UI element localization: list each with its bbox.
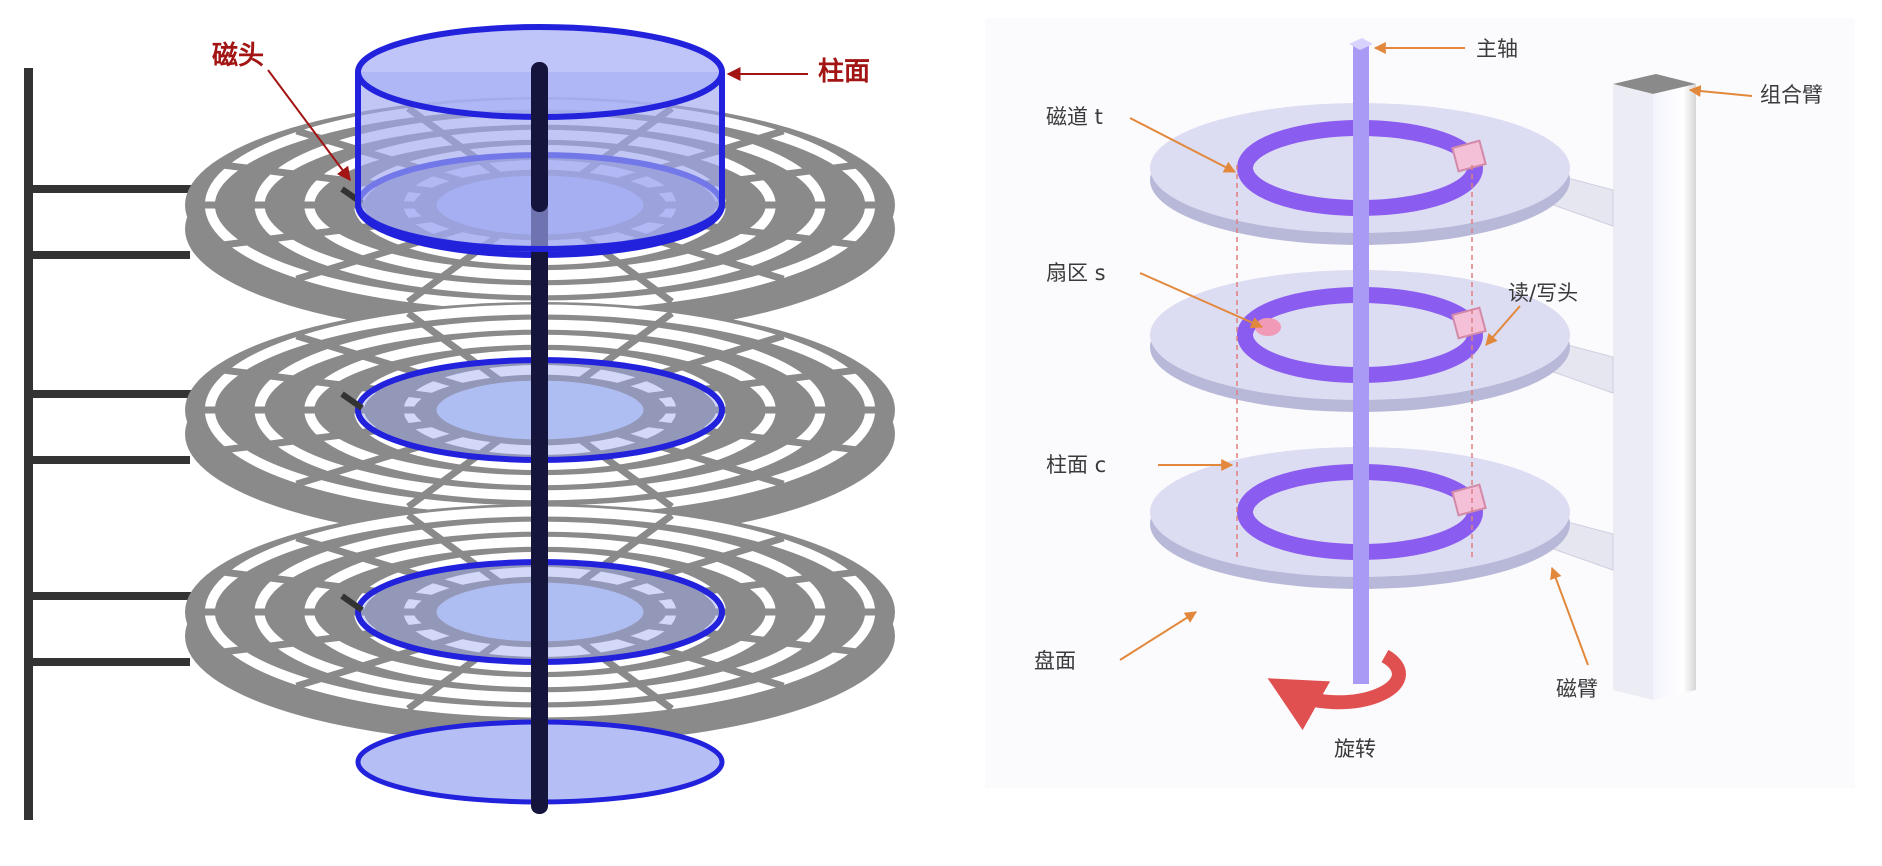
sector-label: 扇区 s (1046, 261, 1106, 285)
left-disk-diagram: 磁头 柱面 (24, 27, 895, 820)
sector-highlight (1255, 318, 1281, 336)
spindle-label: 主轴 (1476, 37, 1518, 61)
head-arm (28, 658, 190, 666)
platter-middle (28, 302, 895, 542)
combo-arm-column (1613, 74, 1696, 700)
cylinder-c-label: 柱面 c (1046, 453, 1106, 477)
actuator-post (24, 68, 33, 820)
right-spindle (1353, 44, 1369, 684)
rw-head-label: 读/写头 (1508, 281, 1578, 305)
platter-bottom (28, 504, 895, 744)
track-label: 磁道 t (1046, 105, 1103, 129)
combo-arm-label: 组合臂 (1760, 83, 1823, 107)
surface-label: 盘面 (1034, 649, 1076, 673)
head-arm (28, 456, 190, 464)
rotation-label: 旋转 (1334, 737, 1376, 761)
arm-label: 磁臂 (1556, 677, 1598, 701)
head-label: 磁头 (212, 40, 264, 71)
cylinder-top (358, 27, 722, 249)
right-disk-diagram: 主轴 组合臂 磁道 t 扇区 s 读/写头 柱面 c 盘面 磁臂 旋转 (985, 18, 1855, 788)
head-arm (28, 251, 190, 259)
cylinder-label: 柱面 (818, 57, 870, 87)
